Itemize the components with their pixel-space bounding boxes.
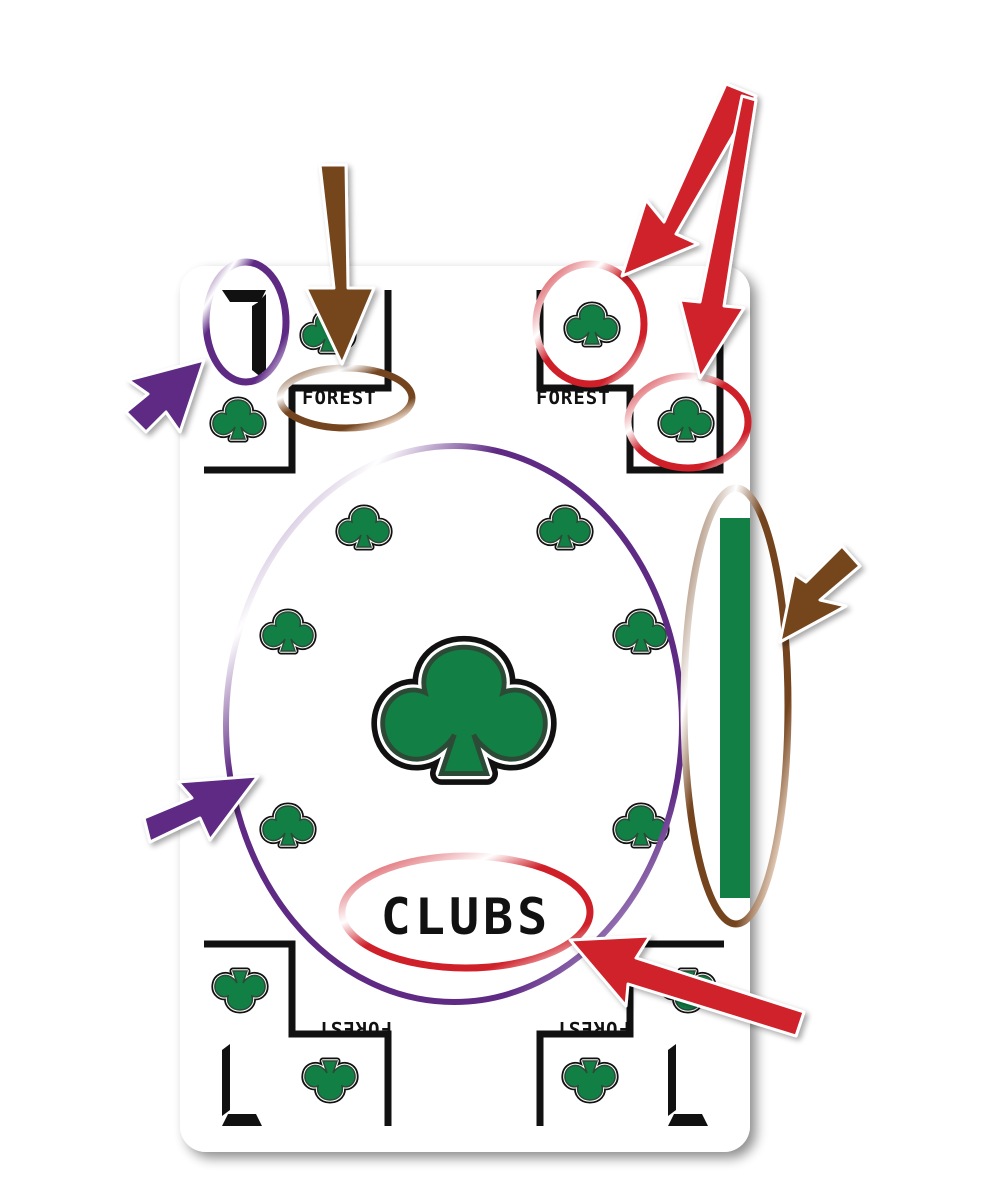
pip-area-arrow — [142, 774, 260, 844]
rank-glyph-seven — [222, 1044, 262, 1126]
deck-name-label: FOREST — [536, 387, 611, 409]
corner-index-top-left: 7 FOREST — [204, 290, 392, 474]
corner-suit-arrow-right — [678, 94, 758, 380]
suit-name-label: CLUBS — [381, 888, 552, 946]
corner-index-bottom-left: FOREST — [204, 940, 392, 1126]
annotation-rings — [202, 258, 792, 1005]
rank-highlight-ring — [202, 258, 290, 386]
deck-name-arrow — [304, 163, 376, 366]
suit-name-arrow — [568, 934, 806, 1038]
rank-glyph-seven — [668, 1044, 708, 1126]
corner-suit-highlight-ring — [624, 372, 752, 472]
rank-arrow — [124, 358, 206, 434]
edge-bar-highlight-ring — [680, 484, 792, 928]
corner-frame — [204, 940, 392, 1126]
corner-index-bottom-right: FOREST — [536, 940, 724, 1126]
corner-frame — [204, 290, 392, 474]
annotation-arrows — [124, 82, 862, 1038]
corner-frame — [536, 940, 724, 1126]
deck-name-label: FOREST — [555, 1017, 630, 1039]
deck-name-highlight-ring — [276, 364, 416, 432]
deck-name-label: FOREST — [317, 1017, 392, 1039]
edge-bar-arrow — [778, 544, 862, 644]
rank-glyph-seven — [222, 290, 266, 378]
suit-color-edge-bar — [720, 518, 750, 898]
corner-suit-highlight-ring — [532, 260, 648, 388]
suit-name-highlight-ring — [338, 852, 594, 972]
deck-name-label: FOREST — [302, 387, 377, 409]
